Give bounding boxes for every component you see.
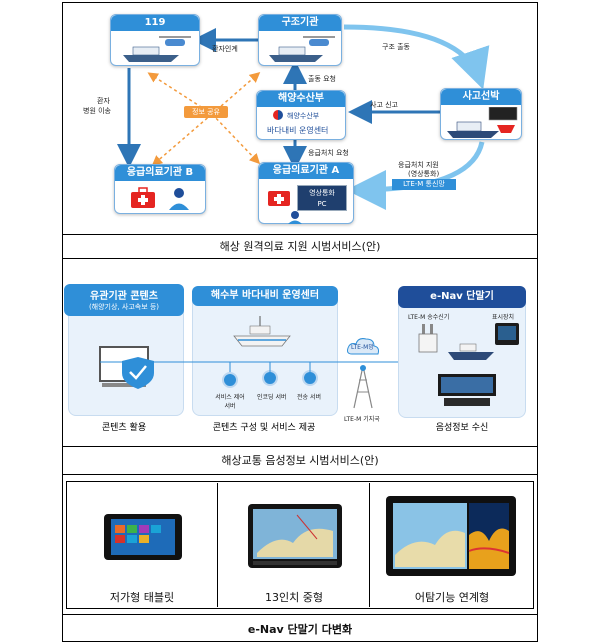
- enav-header: e-Nav 단말기: [398, 286, 526, 308]
- edge-first-aid-support: [346, 141, 485, 210]
- ministry-logo: [273, 110, 283, 120]
- tablet-icon: [104, 514, 182, 560]
- transceiver-icon: [418, 324, 438, 353]
- lte-cloud-icon: [347, 338, 379, 355]
- pc-label: PC: [317, 200, 327, 208]
- separator-1: [62, 234, 538, 235]
- server-label-transfer: 전송 서버: [297, 394, 321, 401]
- node-ministry-title: 해양수산부: [257, 91, 345, 107]
- content-provider-header: 유관기관 콘텐츠 (해양기상, 사고속보 등): [64, 284, 184, 316]
- label-first-aid-support-1: 응급처치 지원: [398, 161, 439, 169]
- content-usage-caption: 콘텐츠 활용: [101, 423, 147, 433]
- doctor-icon: [169, 188, 189, 210]
- node-rescue-title: 구조기관: [259, 15, 341, 31]
- separator-2: [62, 258, 538, 259]
- label-rescue-dispatch: 구조 출동: [382, 43, 410, 51]
- node-accident-ship: 사고선박: [440, 88, 522, 140]
- panel1-caption: 해상 원격의료 지원 시범서비스(안): [219, 240, 381, 253]
- label-patient-transfer-2: 병원 이송: [83, 107, 111, 115]
- panel2-caption: 해상교통 음성정보 시범서비스(안): [221, 454, 379, 467]
- server-label-encoding: 인코딩 서버: [257, 394, 287, 401]
- label-patient-transfer-1: 환자: [97, 97, 110, 105]
- monitor-shield-icon: [99, 346, 154, 389]
- medical-kit-icon: [268, 191, 290, 206]
- lte-station-label: LTE-M 기지국: [344, 416, 380, 423]
- medical-kit-icon: [131, 187, 155, 208]
- edge-rescue-dispatch: [343, 24, 490, 90]
- chart-plotter-icon: [248, 504, 342, 568]
- separator-4: [62, 474, 538, 475]
- edge-info-share-3: [151, 113, 213, 166]
- node-ministry: 해양수산부 해양수산부 바다내비 운영센터: [256, 90, 346, 140]
- server-label-control: 서비스 제어 서버: [215, 394, 245, 410]
- lte-tower-icon: [353, 365, 373, 409]
- node-hospital-a-title: 응급의료기관 A: [259, 163, 353, 179]
- node-hospital-b: 응급의료기관 B: [114, 164, 206, 214]
- ops-center-caption: 콘텐츠 구성 및 서비스 제공: [212, 423, 316, 433]
- device-table: [66, 481, 534, 609]
- server-icon-control: [222, 372, 238, 388]
- ship-icon: [448, 343, 494, 360]
- connection-line: [100, 361, 430, 372]
- device-cell-tablet: 저가형 태블릿: [67, 483, 218, 607]
- enav-display-label: 표시장치: [492, 314, 515, 321]
- node-hospital-b-title: 응급의료기관 B: [115, 165, 205, 181]
- label-lte-network: LTE-M 통신망: [392, 179, 456, 190]
- label-patient-handover: 환자인계: [212, 45, 238, 53]
- ship-helicopter-icon: [123, 36, 191, 62]
- edge-info-share-4: [211, 113, 261, 165]
- label-first-aid-support-2: (영상통화): [408, 170, 440, 178]
- lte-cloud-label: LTE-M망: [351, 344, 374, 351]
- label-info-share: 정보 공유: [184, 106, 228, 118]
- label-accident-report: 사고 신고: [370, 101, 398, 109]
- content-provider-subtitle: (해양기상, 사고속보 등): [88, 303, 160, 311]
- node-hospital-a: 응급의료기관 A 영상통화 PC: [258, 162, 354, 224]
- edge-info-share-2: [211, 72, 261, 115]
- separator-3: [62, 446, 538, 447]
- ops-center-header: 해수부 바다내비 운영센터: [192, 286, 338, 306]
- fish-finder-icon: [386, 496, 516, 576]
- device-cell-fishfinder: 어탐기능 연계형: [371, 483, 533, 607]
- device-cell-13inch: 13인치 중형: [219, 483, 370, 607]
- accident-ship-icon: [447, 107, 518, 138]
- voice-receive-caption: 음성정보 수신: [435, 423, 489, 433]
- device-label-tablet: 저가형 태블릿: [109, 591, 175, 604]
- separator-5: [62, 614, 538, 615]
- enav-tx-label: LTE-M 송수신기: [408, 314, 450, 321]
- label-first-aid-request: 응급처치 요청: [308, 149, 349, 157]
- node-accident-ship-title: 사고선박: [441, 89, 521, 105]
- doctor-icon: [288, 211, 302, 224]
- video-call-label: 영상통화: [309, 189, 335, 197]
- label-dispatch-request: 출동 요청: [308, 75, 336, 83]
- patrol-ship-icon: [233, 316, 291, 347]
- display-device-icon: [495, 323, 519, 345]
- ministry-subtitle: 바다내비 운영센터: [267, 126, 329, 135]
- outer-frame: [62, 2, 538, 642]
- panel3-caption: e-Nav 단말기 다변화: [247, 623, 353, 636]
- content-provider-title: 유관기관 콘텐츠: [90, 291, 158, 302]
- video-call-pc: 영상통화 PC: [297, 185, 347, 211]
- device-label-fishfinder: 어탐기능 연계형: [414, 591, 490, 604]
- ship-helicopter-icon: [269, 36, 335, 62]
- navigation-display-icon: [438, 374, 496, 406]
- node-119: 119: [110, 14, 200, 66]
- ministry-logo-text: 해양수산부: [287, 112, 320, 120]
- node-rescue: 구조기관: [258, 14, 342, 66]
- panel1-diagram: [117, 24, 490, 210]
- node-119-title: 119: [111, 15, 199, 31]
- device-label-13inch: 13인치 중형: [265, 591, 323, 604]
